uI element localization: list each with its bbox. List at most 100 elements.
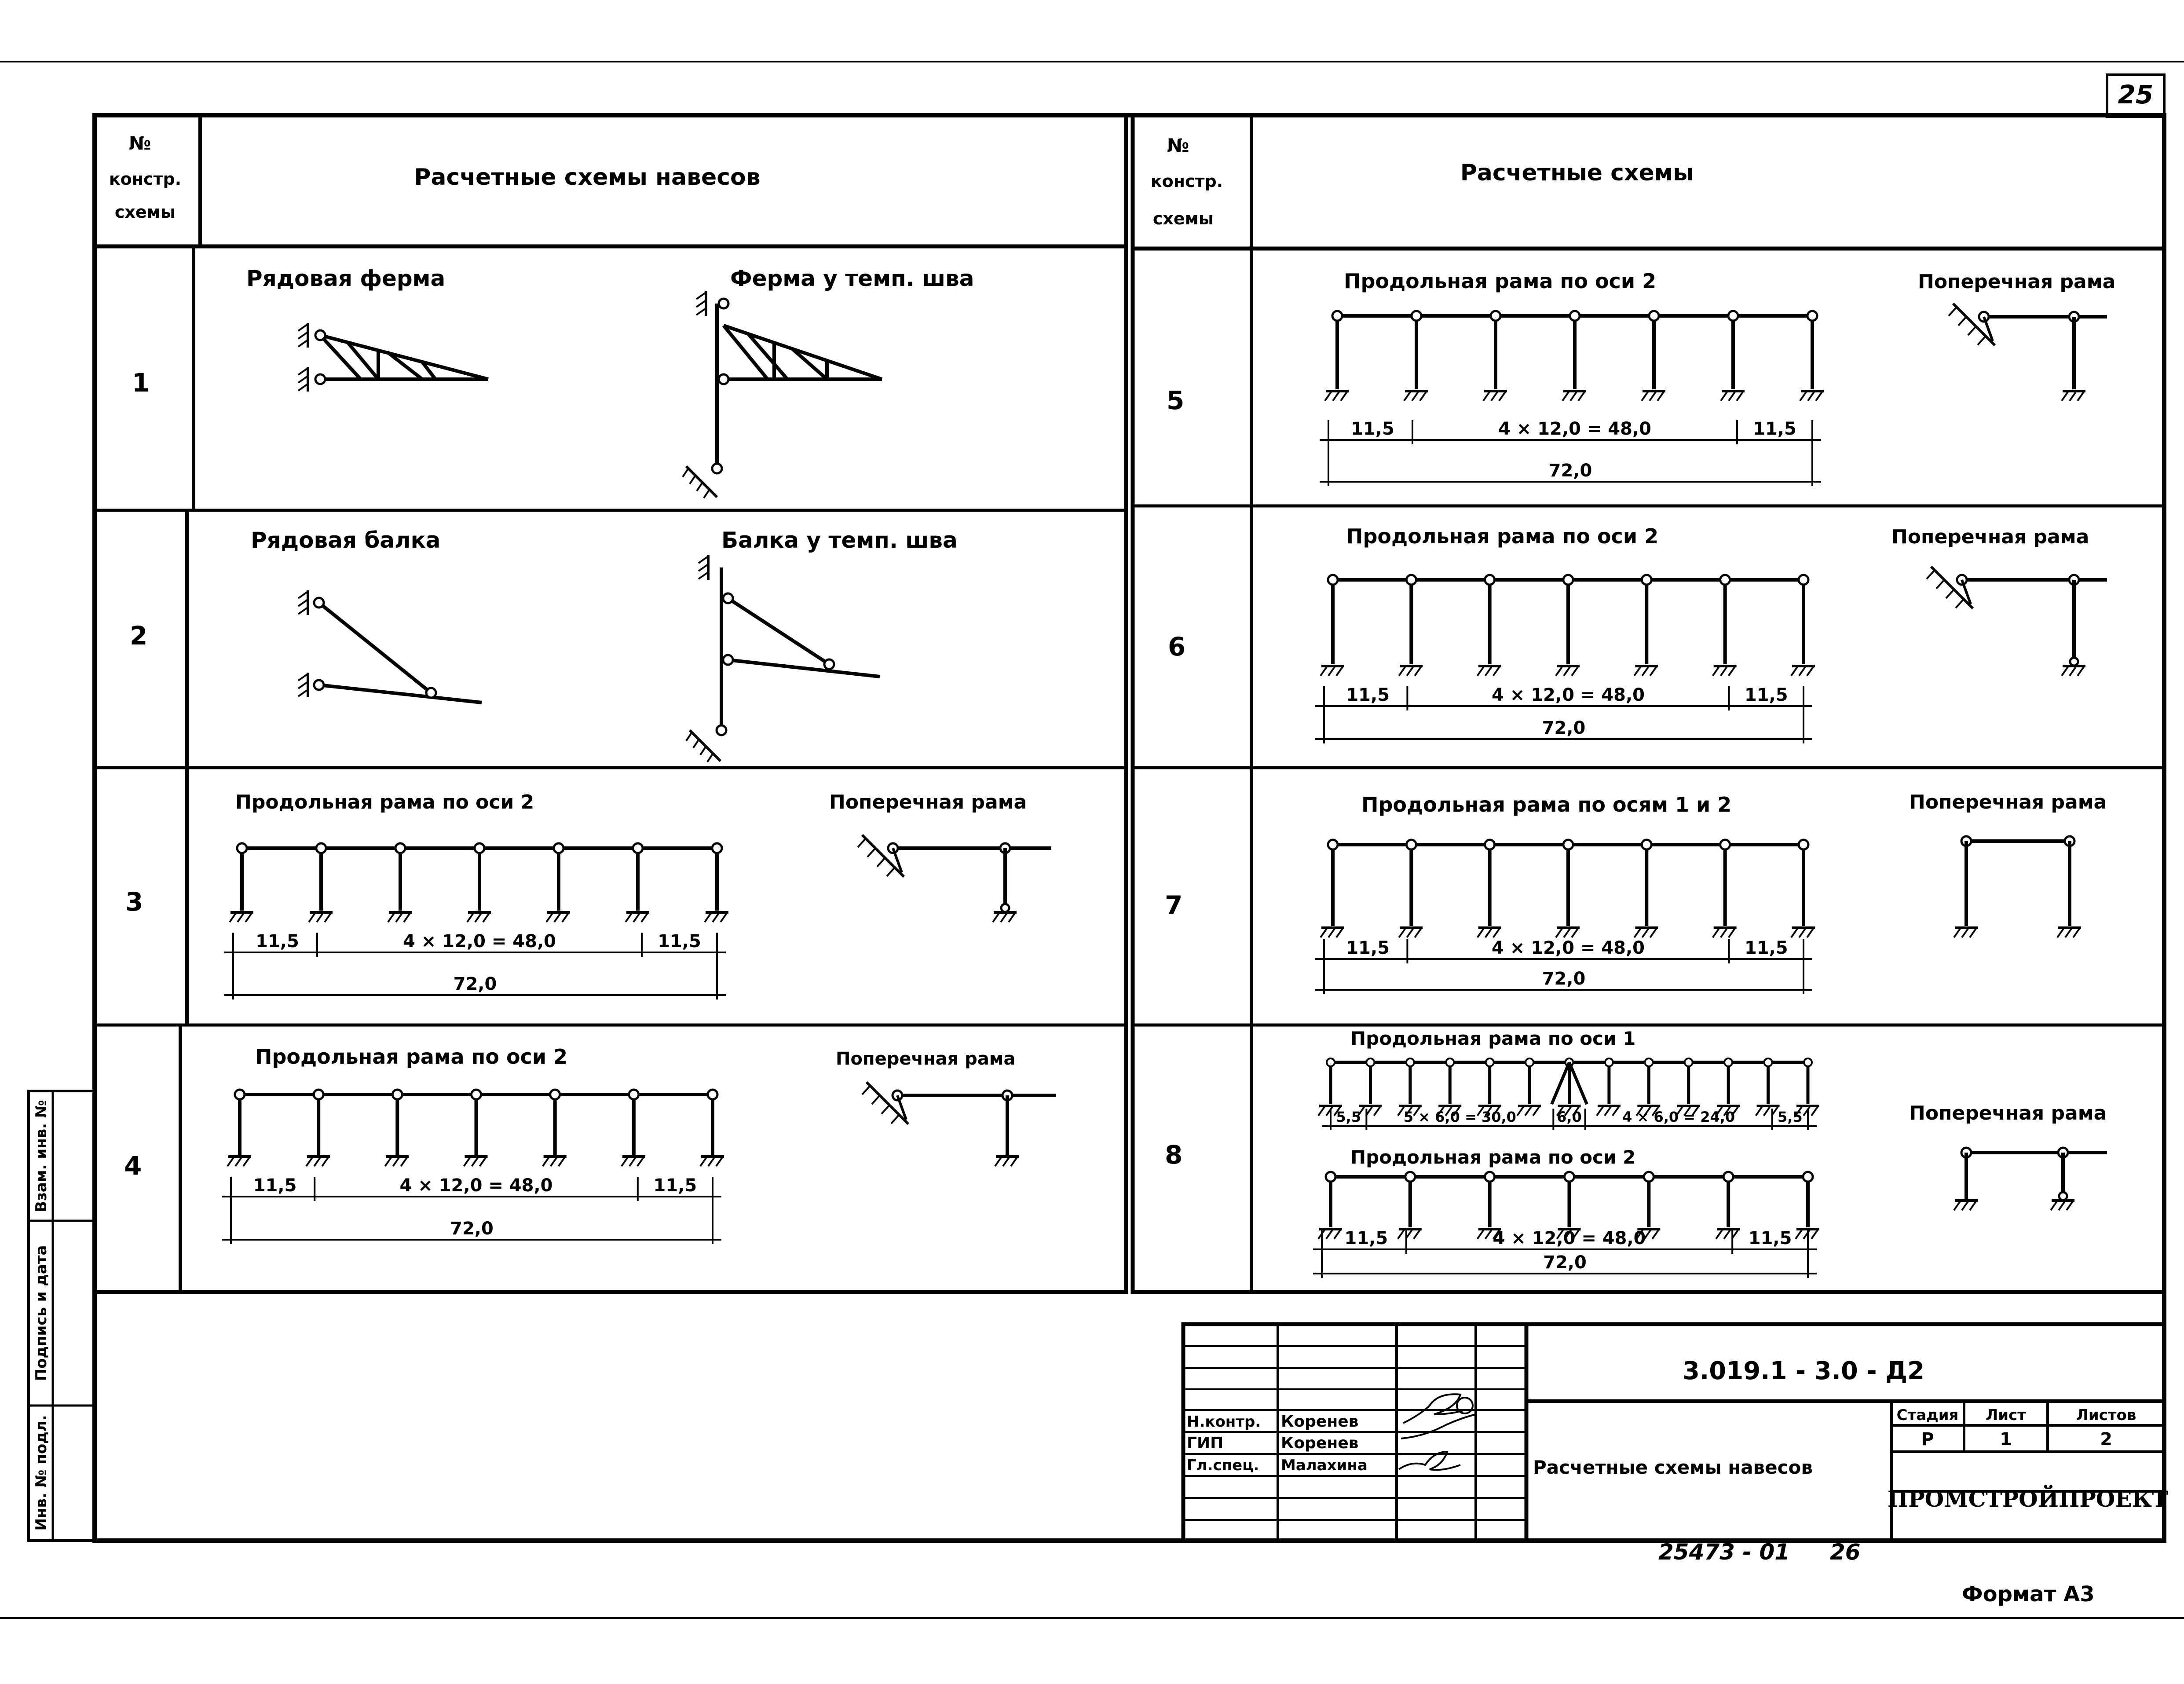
left-header-no: № (129, 132, 151, 154)
scheme-8-left-title: Продольная рама по оси 1 (1350, 1028, 1635, 1049)
dim-middle: 4 × 12,0 = 48,0 (403, 931, 556, 952)
frame-node (552, 842, 565, 854)
frames-layer: 11,5 4 × 12,0 = 48,0 11,5 72,0 11,5 4 × 12,0 … (222, 302, 2107, 1278)
scheme-number-8: 8 (1165, 1140, 1182, 1170)
scheme-3-left-title: Продольная рама по оси 2 (235, 791, 534, 813)
scheme-number-4: 4 (124, 1151, 142, 1181)
sheet-value: 1 (2000, 1429, 2012, 1450)
dim-top-a: 5,5 (1336, 1109, 1361, 1125)
organization: ПРОМСТРОЙПРОЕКТ (1888, 1484, 2168, 1512)
frame-node (1331, 310, 1343, 322)
page-number: 25 (2118, 80, 2154, 110)
sheets-header: Листов (2076, 1406, 2136, 1424)
frame-node (1405, 574, 1417, 586)
frame-node (1640, 574, 1653, 586)
stamp-replaced-inventory: Взам. инв. № (33, 1100, 50, 1212)
frame-node (1806, 310, 1818, 322)
stamp-signature-date: Подпись и дата (33, 1245, 50, 1381)
dim-middle: 4 × 12,0 = 48,0 (1493, 1228, 1646, 1248)
frame-node (1562, 838, 1574, 851)
frame-node (473, 842, 486, 854)
scheme-number-2: 2 (130, 621, 147, 651)
scheme-1-left-title: Рядовая ферма (246, 266, 445, 291)
right-header-title: Расчетные схемы (1460, 160, 1694, 186)
signatures (1398, 1393, 1476, 1471)
right-table (1130, 113, 2166, 1294)
frame-node (1640, 838, 1653, 851)
dim-end-left: 11,5 (1345, 1228, 1388, 1248)
drawing-title: Расчетные схемы навесов (1533, 1457, 1813, 1478)
scheme-8-left-title-2: Продольная рама по оси 2 (1350, 1146, 1635, 1168)
archive-number: 25473 - 01 (1658, 1539, 1790, 1565)
frame-node (1327, 574, 1339, 586)
scheme-8-longitudinal-frame-axis-2: 11,5 4 × 12,0 = 48,0 11,5 72,0 (1313, 1171, 1819, 1278)
scheme-3-right-title: Поперечная рама (829, 791, 1027, 813)
scheme-number-6: 6 (1168, 632, 1185, 662)
title-block (1181, 1322, 2166, 1543)
stage-header: Стадия (1897, 1406, 1959, 1424)
dim-top-c: 6,0 (1557, 1109, 1582, 1125)
frame-node (1722, 1171, 1734, 1183)
dim-end-left: 11,5 (1346, 938, 1390, 958)
dim-end-left: 11,5 (256, 931, 299, 952)
frame-node (312, 1088, 325, 1101)
frame-node (1719, 574, 1731, 586)
frame-node (1719, 838, 1731, 851)
stamp-original-inventory: Инв. № подл. (33, 1415, 50, 1530)
archive-suffix: 26 (1830, 1539, 1861, 1565)
scheme-5-transverse-frame (1948, 302, 2107, 402)
frame-node (1563, 1171, 1575, 1183)
dim-end-right: 11,5 (658, 931, 701, 952)
scheme-number-3: 3 (125, 887, 143, 917)
frame-node (1797, 838, 1810, 851)
scheme-4-left-title: Продольная рама по оси 2 (255, 1045, 567, 1069)
left-header-constr: констр. (109, 169, 181, 189)
dim-top-d: 4 × 6,0 = 24,0 (1622, 1109, 1735, 1125)
frame-node (1484, 838, 1496, 851)
dim-middle: 4 × 12,0 = 48,0 (400, 1175, 553, 1196)
right-header-no: № (1167, 135, 1189, 156)
truss-at-expansion-joint (683, 291, 883, 498)
frame-node (1410, 310, 1423, 322)
scheme-7-left-title: Продольная рама по осям 1 и 2 (1361, 793, 1731, 816)
dim-end-right: 11,5 (1745, 685, 1788, 705)
dim-end-right: 11,5 (1749, 1228, 1792, 1248)
dim-total: 72,0 (454, 974, 497, 994)
right-header-constr: констр. (1151, 172, 1223, 191)
sheet-header: Лист (1986, 1406, 2026, 1424)
frame-node (1727, 310, 1739, 322)
role-2: ГИП (1187, 1434, 1223, 1452)
name-2: Коренев (1281, 1434, 1358, 1452)
frame-node (1484, 1171, 1496, 1183)
dim-top-e: 5,5 (1778, 1109, 1803, 1125)
scheme-5-right-title: Поперечная рама (1918, 271, 2115, 293)
dim-total: 72,0 (1543, 1252, 1587, 1273)
scheme-6-transverse-frame (1926, 565, 2107, 677)
scheme-number-1: 1 (132, 368, 150, 398)
scheme-2-left-title: Рядовая балка (251, 527, 440, 553)
frame-node (470, 1088, 482, 1101)
right-header-scheme: схемы (1153, 209, 1214, 228)
right-table-header: № констр. схемы Расчетные схемы (1151, 135, 1694, 228)
dim-middle: 4 × 12,0 = 48,0 (1492, 938, 1645, 958)
scheme-7-right-title: Поперечная рама (1909, 791, 2107, 813)
scheme-6-left-title: Продольная рама по оси 2 (1346, 524, 1658, 548)
frame-node (632, 842, 644, 854)
frame-node (1562, 574, 1574, 586)
title-block-text: 3.019.1 - 3.0 - Д2 Расчетные схемы навес… (1187, 1357, 2168, 1512)
scheme-3-transverse-frame (857, 834, 1051, 923)
left-table-header: № констр. схемы Расчетные схемы навесов (109, 132, 761, 222)
frame-node (628, 1088, 640, 1101)
scheme-2: Рядовая балка Балка у темп. шва (251, 527, 958, 762)
dim-end-left: 11,5 (253, 1175, 297, 1196)
scheme-1-right-title: Ферма у темп. шва (730, 266, 974, 291)
dim-total: 72,0 (450, 1219, 494, 1239)
regular-truss (298, 323, 489, 392)
frame-node (1797, 574, 1810, 586)
scheme-8-transverse-frame (1953, 1146, 2107, 1211)
beam-at-expansion-joint (686, 555, 880, 762)
